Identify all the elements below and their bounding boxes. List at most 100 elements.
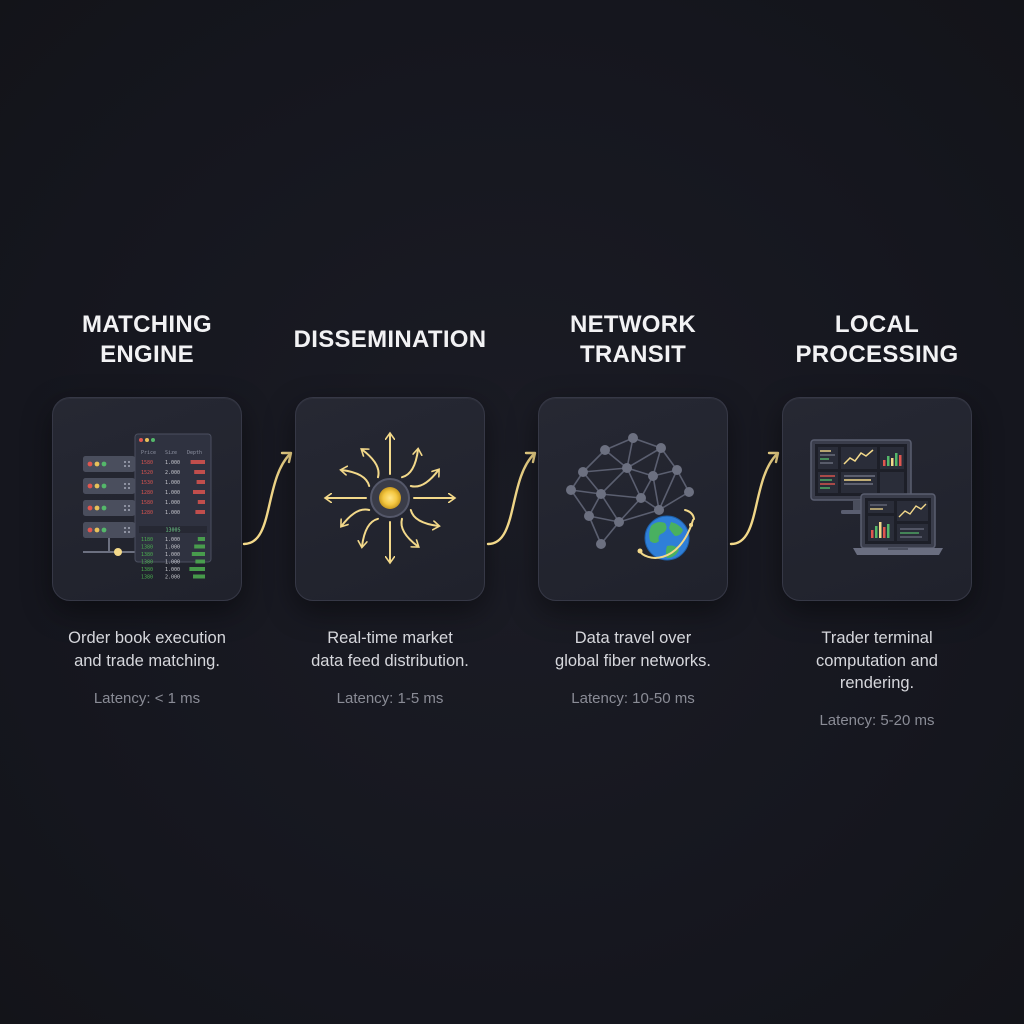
svg-text:Depth: Depth (187, 450, 202, 456)
step-matching-engine: MATCHING ENGINE (32, 0, 262, 1024)
burst-ray (362, 517, 379, 547)
svg-text:1.000: 1.000 (165, 480, 180, 486)
flow-arrow (729, 451, 780, 546)
svg-text:Size: Size (165, 450, 177, 456)
network-node (614, 517, 624, 527)
orderbook-ask-row: 1520 2.000 (141, 470, 205, 476)
orderbook-bid-row: 1380 1.000 (141, 544, 205, 551)
svg-text:1.000: 1.000 (165, 537, 180, 543)
step-local-processing: LOCAL PROCESSING (762, 0, 992, 1024)
burst-ray (342, 508, 371, 526)
svg-text:1.000: 1.000 (165, 460, 180, 466)
svg-text:Price: Price (141, 450, 156, 456)
orderbook-bid-row: 1380 1.000 (141, 567, 205, 573)
step-latency: Latency: < 1 ms (93, 690, 201, 707)
svg-text:1380: 1380 (141, 560, 153, 566)
network-node (648, 471, 658, 481)
svg-text:2.000: 2.000 (165, 575, 180, 581)
svg-text:1.000: 1.000 (165, 500, 180, 506)
step-dissemination: DISSEMINATION Real- (275, 0, 505, 1024)
step-title: DISSEMINATION (293, 326, 487, 353)
network-node (596, 489, 606, 499)
network-node (578, 467, 588, 477)
step-description: Order book execution and trade matching. (68, 629, 226, 670)
svg-text:1.000: 1.000 (165, 560, 180, 566)
step-network-transit: NETWORK TRANSIT Data travel (518, 0, 748, 1024)
network-node (596, 539, 606, 549)
svg-text:1.000: 1.000 (165, 510, 180, 516)
network-node (600, 445, 610, 455)
orderbook-ask-row: 1280 1.000 (141, 490, 205, 496)
step-title: LOCAL PROCESSING (795, 311, 959, 368)
orderbook-mid: 1300S (139, 526, 207, 534)
step-card (538, 397, 728, 601)
network-node (684, 487, 694, 497)
svg-text:1380: 1380 (141, 567, 153, 573)
svg-text:1280: 1280 (141, 490, 153, 496)
burst-ray (362, 450, 380, 479)
server-rack (83, 456, 145, 556)
svg-text:1530: 1530 (141, 480, 153, 486)
step-title: MATCHING ENGINE (82, 311, 212, 368)
network-node (654, 505, 664, 515)
svg-text:1180: 1180 (141, 537, 153, 543)
laptop (853, 493, 943, 555)
svg-text:1380: 1380 (141, 575, 153, 581)
trading-terminal-icon (810, 439, 943, 555)
globe-icon (637, 509, 695, 561)
broadcast-burst-icon (296, 398, 484, 600)
step-description: Data travel over global fiber networks. (555, 629, 711, 670)
orderbook-bid-row: 1180 1.000 (141, 537, 205, 543)
network-node (672, 465, 682, 475)
orderbook-ask-row: 1580 1.000 (141, 500, 205, 506)
network-node (566, 485, 576, 495)
orderbook-bid-row: 1380 1.000 (141, 559, 205, 566)
svg-text:1280: 1280 (141, 510, 153, 516)
network-node (636, 493, 646, 503)
svg-text:1.000: 1.000 (165, 545, 180, 551)
network-globe-icon (566, 433, 695, 561)
desktop-monitor (810, 439, 912, 514)
orderbook-ask-row: 1530 1.000 (141, 480, 205, 486)
network-node (584, 511, 594, 521)
orderbook-bid-row: 1380 1.000 (141, 552, 205, 558)
orderbook-ask-row: 1280 1.000 (141, 510, 205, 516)
orderbook-ask-row: 1580 1.000 (141, 460, 205, 466)
svg-text:1300S: 1300S (165, 528, 180, 534)
svg-text:1380: 1380 (141, 545, 153, 551)
burst-rays (326, 434, 454, 562)
burst-ray (409, 470, 439, 488)
step-latency: Latency: 5-20 ms (819, 712, 935, 729)
flow-arrow (242, 451, 293, 546)
step-description: Real-time market data feed distribution. (311, 629, 469, 670)
burst-ray (401, 450, 418, 479)
flow-arrow (486, 451, 537, 546)
burst-ray (409, 509, 439, 526)
step-card (782, 397, 972, 601)
svg-text:1380: 1380 (141, 552, 153, 558)
svg-text:2.000: 2.000 (165, 470, 180, 476)
step-title: NETWORK TRANSIT (569, 311, 697, 368)
svg-text:1520: 1520 (141, 470, 153, 476)
orderbook-bid-row: 1380 2.000 (141, 574, 205, 581)
svg-text:1580: 1580 (141, 460, 153, 466)
step-description: Trader terminal computation and renderin… (815, 629, 938, 692)
step-latency: Latency: 10-50 ms (571, 690, 695, 707)
network-node (628, 433, 638, 443)
step-card (295, 397, 485, 601)
network-node (656, 443, 666, 453)
burst-ray (342, 470, 371, 487)
svg-text:1.000: 1.000 (165, 567, 180, 573)
step-latency: Latency: 1-5 ms (336, 690, 444, 707)
svg-text:1.000: 1.000 (165, 552, 180, 558)
burst-ray (400, 517, 418, 547)
svg-text:1.000: 1.000 (165, 490, 180, 496)
network-mesh (566, 433, 694, 549)
svg-text:1580: 1580 (141, 500, 153, 506)
network-node (622, 463, 632, 473)
